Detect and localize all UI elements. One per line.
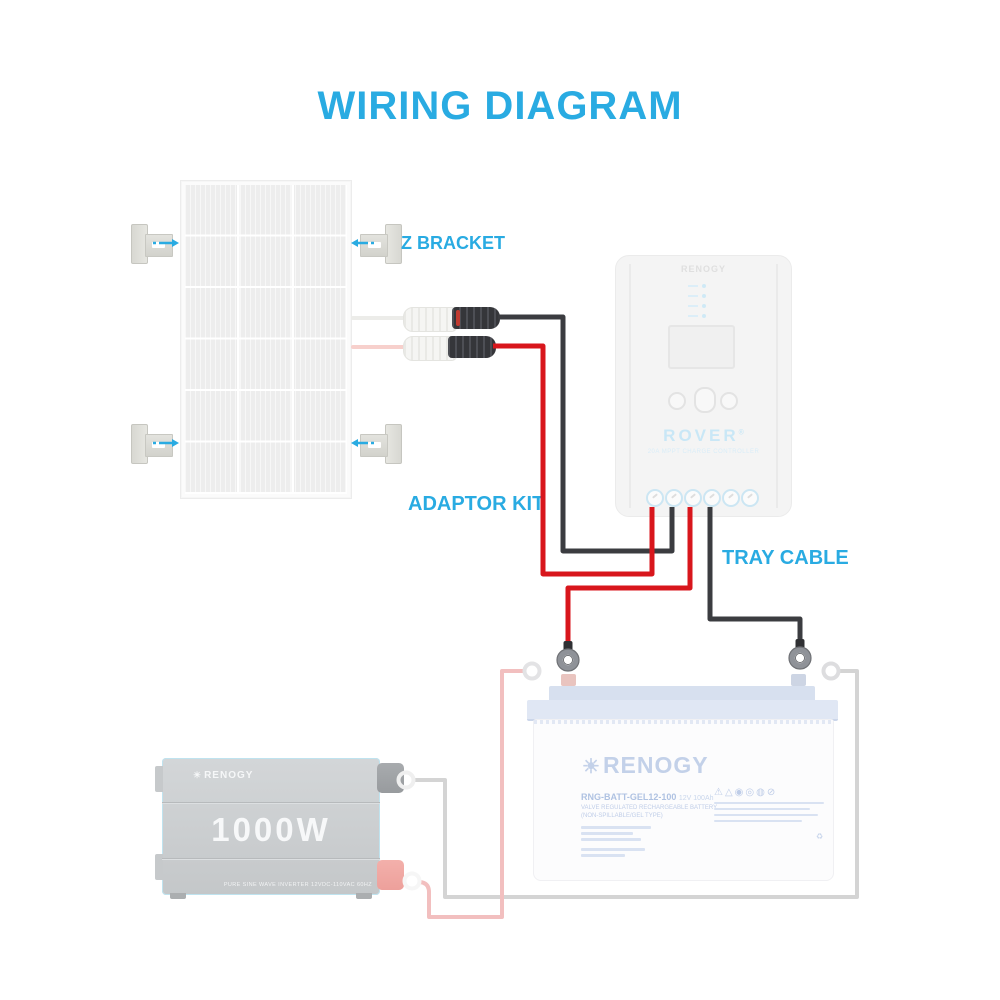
battery-brand-logo: ☀RENOGY xyxy=(582,752,709,778)
led-label xyxy=(688,295,698,297)
battery-fine-print xyxy=(714,820,802,822)
terminal-pv-positive xyxy=(646,489,664,507)
tray-cables xyxy=(565,507,803,644)
z-bracket-top-left xyxy=(131,224,177,264)
inverter-positive-cable-ghost xyxy=(418,669,526,919)
battery-fine-print xyxy=(714,802,824,804)
mc4-oring-red xyxy=(456,310,460,326)
terminal-battery-positive xyxy=(684,489,702,507)
inverter: ☀RENOGY 1000W PURE SINE WAVE INVERTER 12… xyxy=(155,758,404,899)
battery-lid xyxy=(527,700,838,721)
battery: ☀RENOGY RNG-BATT-GEL12-100 12V 100Ah VAL… xyxy=(527,640,838,885)
sun-icon: ☀ xyxy=(582,756,601,778)
controller-lcd-screen xyxy=(668,325,735,369)
led-indicator xyxy=(702,314,706,318)
charge-controller: RENOGY ROVER® 20A MPPT CHARGE CONTROLLER xyxy=(615,255,792,517)
controller-model-logo: ROVER® xyxy=(663,426,744,445)
controller-bezel-left xyxy=(629,264,631,508)
inverter-negative-terminal xyxy=(377,763,404,793)
mc4-connector-black-bottom xyxy=(448,336,496,358)
sun-icon: ☀ xyxy=(193,770,203,780)
z-bracket-slot xyxy=(368,442,381,448)
inverter-seam xyxy=(162,802,380,803)
z-bracket-slot xyxy=(152,242,165,248)
z-bracket-slot xyxy=(368,242,381,248)
controller-brand-logo: RENOGY xyxy=(680,264,726,274)
inverter-mount-tab xyxy=(155,854,163,880)
battery-fine-print xyxy=(581,838,641,841)
inverter-foot xyxy=(356,893,372,899)
controller-bezel-right xyxy=(776,264,778,508)
led-label xyxy=(688,305,698,307)
battery-desc-1: VALVE REGULATED RECHARGEABLE BATTERY xyxy=(581,805,718,811)
inverter-spec-text: PURE SINE WAVE INVERTER 12VDC-110VAC 60H… xyxy=(223,882,372,888)
controller-subtitle: 20A MPPT CHARGE CONTROLLER xyxy=(647,449,760,455)
inverter-brand-logo: ☀RENOGY xyxy=(193,770,254,781)
battery-desc-2: (NON-SPILLABLE/GEL TYPE) xyxy=(581,813,663,819)
battery-body: ☀RENOGY RNG-BATT-GEL12-100 12V 100Ah VAL… xyxy=(533,719,834,881)
battery-recycle-mark: ♻ xyxy=(816,832,825,841)
inverter-foot xyxy=(170,893,186,899)
battery-model: RNG-BATT-GEL12-100 12V 100Ah xyxy=(581,792,714,802)
controller-left-button xyxy=(668,392,686,410)
inverter-power-rating: 1000W xyxy=(211,811,331,848)
solar-panel-cells xyxy=(185,185,347,494)
terminal-load-positive xyxy=(722,489,740,507)
led-indicator xyxy=(702,304,706,308)
z-bracket-bottom-left xyxy=(131,424,177,464)
terminal-pv-negative xyxy=(665,489,683,507)
page-title: WIRING DIAGRAM xyxy=(317,84,683,128)
tray-cable-label: TRAY CABLE xyxy=(722,547,849,569)
battery-fine-print xyxy=(714,814,818,816)
battery-fine-print xyxy=(581,854,625,857)
mc4-connector-black-top xyxy=(452,307,500,329)
battery-negative-tray-cable xyxy=(707,507,803,642)
panel-wire-positive-ghost xyxy=(351,345,405,349)
ring-terminal-ghost xyxy=(402,871,422,891)
terminal-battery-negative xyxy=(703,489,721,507)
panel-wire-negative-ghost xyxy=(351,316,405,320)
battery-fine-print xyxy=(581,832,633,835)
mc4-connector-white-top xyxy=(403,307,457,332)
led-indicator xyxy=(702,284,706,288)
battery-fine-print xyxy=(714,808,810,810)
battery-serration xyxy=(534,720,833,724)
solar-panel xyxy=(180,180,352,499)
controller-select-button xyxy=(694,387,716,413)
battery-certification-icons: ⚠△◉◎◍⊘ xyxy=(714,787,778,798)
battery-positive-tray-cable xyxy=(565,507,693,644)
adaptor-kit-label: ADAPTOR KIT xyxy=(408,493,545,515)
z-bracket-slot xyxy=(152,442,165,448)
inverter-positive-terminal xyxy=(377,860,404,890)
z-bracket-bottom-right xyxy=(356,424,402,464)
led-label xyxy=(688,285,698,287)
inverter-seam xyxy=(162,858,380,859)
z-bracket-label: Z BRACKET xyxy=(401,233,505,253)
battery-post-negative xyxy=(791,674,806,686)
controller-right-button xyxy=(720,392,738,410)
battery-fine-print xyxy=(581,826,651,829)
terminal-load-negative xyxy=(741,489,759,507)
z-bracket-top-right xyxy=(356,224,402,264)
led-label xyxy=(688,315,698,317)
battery-post-positive xyxy=(561,674,576,686)
battery-fine-print xyxy=(581,848,645,851)
inverter-mount-tab xyxy=(155,766,163,792)
led-indicator xyxy=(702,294,706,298)
